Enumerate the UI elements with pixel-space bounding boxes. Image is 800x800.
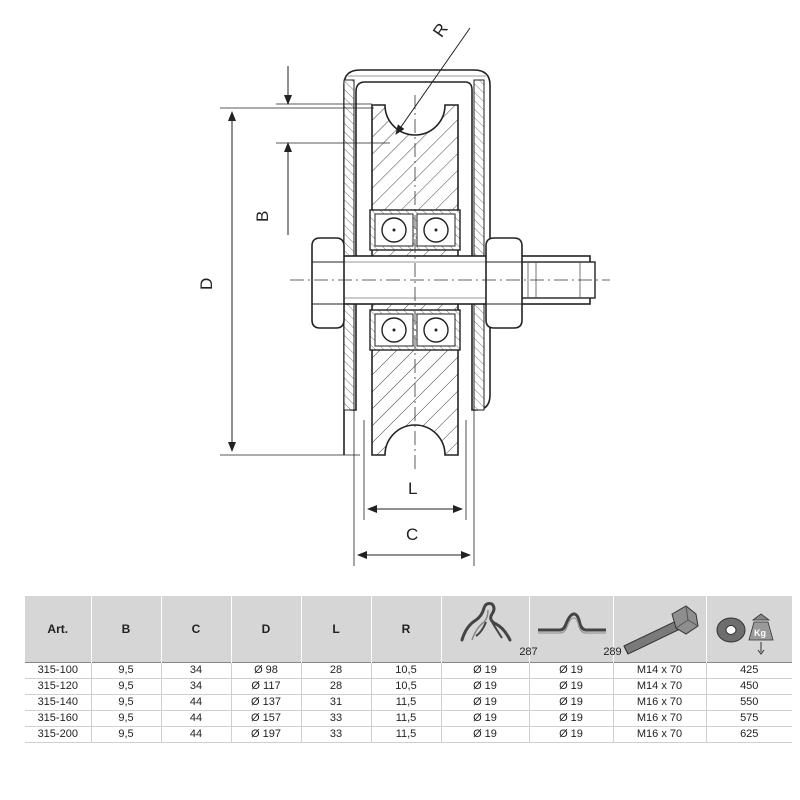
d-label: D <box>197 278 216 290</box>
table-cell: Ø 197 <box>230 726 301 743</box>
table-cell: M16 x 70 <box>612 726 706 743</box>
nut-weight-icon: Kg <box>716 613 774 655</box>
header-bolt <box>612 596 706 663</box>
r-leader <box>395 27 471 135</box>
clip-289-number: 289 <box>603 646 622 658</box>
table-cell: Ø 98 <box>230 662 301 679</box>
table-header-row: Art. B C D L R 287 <box>25 596 792 663</box>
header-weight: Kg <box>705 596 792 663</box>
table-cell: 315-120 <box>25 678 91 695</box>
header-l: L <box>300 596 371 663</box>
table-cell: 9,5 <box>90 726 161 743</box>
table-cell: 9,5 <box>90 662 161 679</box>
table-cell: Ø 19 <box>440 678 529 695</box>
table-cell: 28 <box>300 678 371 695</box>
table-cell: 33 <box>300 710 371 727</box>
table-cell: 34 <box>160 678 231 695</box>
table-cell: 44 <box>160 726 231 743</box>
table-cell: 11,5 <box>370 694 441 711</box>
bracket-plate-left <box>343 79 355 411</box>
table-cell: 44 <box>160 694 231 711</box>
bolt-icon <box>622 605 699 655</box>
header-d: D <box>230 596 301 663</box>
table-cell: Ø 19 <box>440 726 529 743</box>
table-cell: Ø 19 <box>440 662 529 679</box>
table-cell: Ø 19 <box>440 694 529 711</box>
table-cell: 625 <box>705 726 792 743</box>
table-cell: 425 <box>705 662 792 679</box>
table-cell: 9,5 <box>90 678 161 695</box>
table-cell: 315-140 <box>25 694 91 711</box>
header-b: B <box>90 596 161 663</box>
table-cell: 9,5 <box>90 710 161 727</box>
l-label: L <box>408 479 417 498</box>
table-cell: Ø 117 <box>230 678 301 695</box>
spring-clip-icon <box>460 602 511 642</box>
spec-table: Art. B C D L R 287 <box>25 596 792 743</box>
table-cell: Ø 137 <box>230 694 301 711</box>
table-cell: 31 <box>300 694 371 711</box>
table-cell: 33 <box>300 726 371 743</box>
header-r: R <box>370 596 441 663</box>
table-cell: 11,5 <box>370 726 441 743</box>
table-cell: 34 <box>160 662 231 679</box>
table-cell: 10,5 <box>370 678 441 695</box>
table-cell: 28 <box>300 662 371 679</box>
table-cell: 575 <box>705 710 792 727</box>
header-art: Art. <box>25 596 91 663</box>
table-cell: 10,5 <box>370 662 441 679</box>
r-label: R <box>429 20 452 41</box>
table-cell: Ø 19 <box>528 678 613 695</box>
weight-badge: Kg <box>754 628 766 638</box>
b-label: B <box>253 211 272 222</box>
table-cell: Ø 19 <box>528 694 613 711</box>
table-cell: M16 x 70 <box>612 710 706 727</box>
table-cell: 550 <box>705 694 792 711</box>
table-cell: 11,5 <box>370 710 441 727</box>
header-clip-289: 289 <box>528 596 622 663</box>
technical-drawing: R B D L C <box>197 20 610 566</box>
table-cell: Ø 19 <box>528 726 613 743</box>
bracket-plate-right <box>473 79 485 411</box>
table-cell: M16 x 70 <box>612 694 706 711</box>
header-clip-287: 287 <box>440 596 538 663</box>
table-cell: Ø 19 <box>440 710 529 727</box>
table-cell: 450 <box>705 678 792 695</box>
table-cell: M14 x 70 <box>612 662 706 679</box>
table-cell: Ø 19 <box>528 710 613 727</box>
header-c: C <box>160 596 231 663</box>
table-cell: Ø 157 <box>230 710 301 727</box>
table-cell: 315-200 <box>25 726 91 743</box>
table-cell: 44 <box>160 710 231 727</box>
wave-clip-icon <box>537 612 606 634</box>
clip-287-number: 287 <box>519 646 538 658</box>
table-cell: M14 x 70 <box>612 678 706 695</box>
table-cell: Ø 19 <box>528 662 613 679</box>
c-label: C <box>406 525 418 544</box>
nut-left <box>311 237 345 329</box>
table-cell: 9,5 <box>90 694 161 711</box>
nut-right <box>485 237 523 329</box>
table-cell: 315-160 <box>25 710 91 727</box>
table-cell: 315-100 <box>25 662 91 679</box>
